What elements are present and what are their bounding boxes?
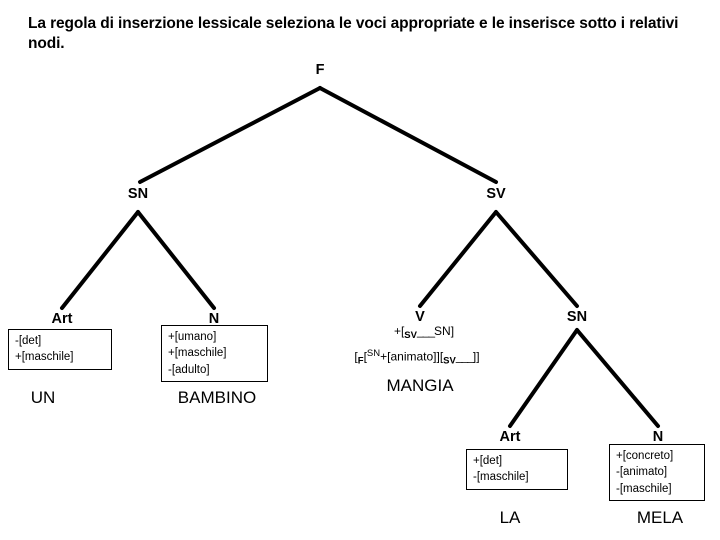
- feature-item: -[animato]: [616, 466, 668, 479]
- feature-item: +[det]: [473, 455, 503, 467]
- frame-token: [: [354, 349, 358, 364]
- frame-token: SN]: [434, 324, 455, 338]
- terminal-word-un: UN: [30, 388, 56, 407]
- feature-item: -[maschile]: [616, 482, 672, 495]
- tree-node-v: V: [415, 309, 425, 325]
- tree-node-f: F: [315, 62, 325, 78]
- terminal-word-mela: MELA: [636, 508, 684, 527]
- terminal-word-mangia: MANGIA: [386, 376, 454, 395]
- tree-node-art-right: Art: [499, 429, 521, 445]
- frame-token: SV: [443, 355, 456, 367]
- feature-item: +[concreto]: [616, 450, 674, 462]
- frame-token: SV: [404, 330, 417, 342]
- frame-token: +[animato]][: [380, 349, 444, 364]
- verb-subcat-frame-line1: +[SV___SN]: [394, 324, 454, 341]
- frame-token: +[: [393, 324, 405, 338]
- terminal-word-la: LA: [499, 508, 521, 527]
- tree-node-sv: SV: [486, 186, 506, 202]
- tree-node-n-left: N: [208, 311, 220, 327]
- tree-node-art-left: Art: [51, 311, 73, 327]
- tree-node-sn-right: SN: [566, 309, 588, 325]
- frame-token: ___: [416, 324, 435, 338]
- frame-token: [: [363, 349, 367, 364]
- feature-item: -[adulto]: [168, 363, 210, 376]
- feature-item: -[maschile]: [473, 471, 529, 484]
- terminal-word-bambino: BAMBINO: [177, 388, 257, 407]
- tree-node-n-right: N: [652, 429, 664, 445]
- feature-matrix-n-right: +[concreto] -[animato] -[maschile]: [609, 444, 705, 501]
- verb-subcat-frame-line2: [F[SN+[animato]][SV___]]: [354, 348, 479, 366]
- feature-matrix-art-right: +[det] -[maschile]: [466, 449, 568, 490]
- frame-token: ]]: [472, 349, 480, 364]
- frame-token: SN: [366, 348, 381, 359]
- feature-item: +[maschile]: [168, 347, 227, 360]
- feature-matrix-n-left: +[umano] +[maschile] -[adulto]: [161, 325, 268, 382]
- frame-token: ___: [455, 349, 474, 364]
- frame-token: F: [357, 355, 364, 367]
- slide-title: La regola di inserzione lessicale selezi…: [28, 15, 679, 53]
- feature-matrix-art-left: -[det] +[maschile]: [8, 329, 112, 370]
- feature-item: -[det]: [15, 335, 42, 347]
- tree-node-sn-left: SN: [127, 186, 149, 202]
- feature-item: +[umano]: [168, 331, 217, 343]
- feature-item: +[maschile]: [15, 351, 74, 364]
